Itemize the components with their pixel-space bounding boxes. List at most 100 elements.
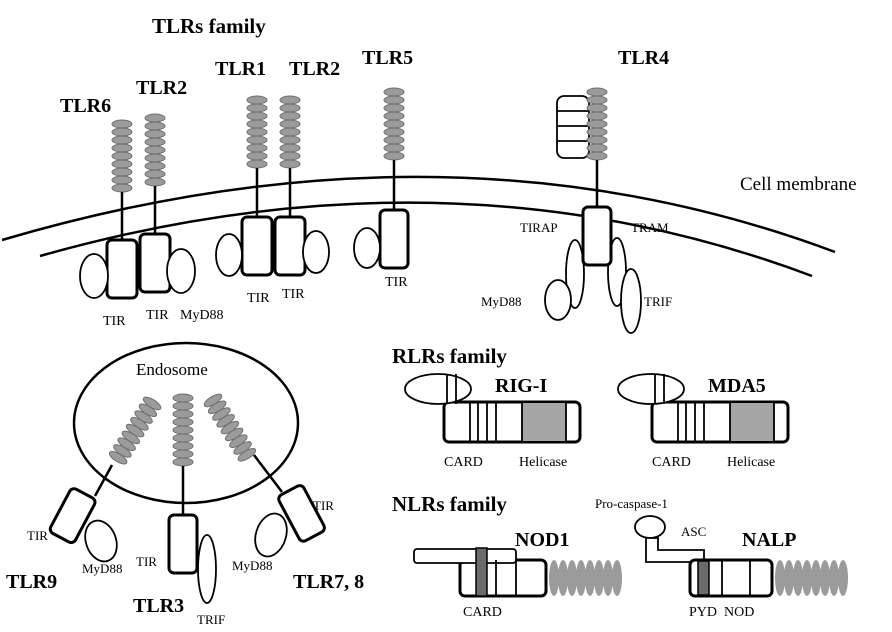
lrr-bead (108, 450, 128, 465)
lrr-bead (246, 135, 268, 145)
tlr6-tir-label: TIR (103, 314, 126, 329)
lrr-bead (383, 103, 405, 113)
nod1-card-label: CARD (463, 605, 502, 620)
lrr-bead (775, 560, 785, 596)
endosome-label: Endosome (136, 360, 208, 379)
lrr-bead (383, 95, 405, 105)
lrr-bead (612, 560, 622, 596)
lrr-bead (820, 560, 830, 596)
lrr-bead (811, 560, 821, 596)
tlr9-label: TLR9 (6, 571, 57, 593)
lrr-bead (586, 95, 608, 105)
lrr-bead (144, 113, 166, 123)
lrr-bead (246, 119, 268, 129)
lrr-bead (585, 560, 595, 596)
lrr-bead (172, 401, 194, 411)
tlr2-receptor-a: TLR2 (136, 77, 196, 294)
trif-label-tlr4: TRIF (644, 294, 672, 309)
tlr3-lrr-beads (172, 393, 194, 467)
lrr-bead (838, 560, 848, 596)
lrr-bead (172, 409, 194, 419)
lrr-bead (144, 137, 166, 147)
lrr-bead (111, 183, 133, 193)
lrr-bead (172, 457, 194, 467)
lrr-bead (279, 95, 301, 105)
tlr3-label: TLR3 (133, 595, 184, 617)
tlr78-label: TLR7, 8 (293, 571, 364, 593)
trif-label-tlr3: TRIF (197, 612, 225, 627)
lrr-bead (144, 153, 166, 163)
rig-i-label: RIG-I (495, 375, 547, 397)
tlr1-label: TLR1 (215, 58, 266, 80)
lrr-bead (279, 143, 301, 153)
lrr-bead (237, 447, 257, 462)
lrr-bead (246, 127, 268, 137)
lrr-bead (558, 560, 568, 596)
tlr78-tir-label: TIR (313, 498, 334, 513)
tlr2b-tir-label: TIR (282, 287, 305, 302)
tlr5-tir-label: TIR (385, 275, 408, 290)
lrr-bead (246, 111, 268, 121)
mda5-label: MDA5 (708, 375, 766, 397)
mda5-helicase-label: Helicase (727, 455, 775, 470)
lrr-bead (383, 87, 405, 97)
tlr9-lrr-beads (108, 396, 162, 465)
tlr4-receptor: TLR4 TIRAP TRAM MyD88 TRIF (481, 47, 672, 334)
lrr-bead (383, 143, 405, 153)
nalp-protein: Pro-caspase-1 ASC NALP PYD NOD (595, 496, 848, 620)
lrr-bead (586, 87, 608, 97)
tlr2-label-b: TLR2 (289, 58, 340, 80)
mda5-protein: MDA5 CARD Helicase (617, 373, 790, 470)
lrr-bead (793, 560, 803, 596)
lrr-bead (802, 560, 812, 596)
lrr-bead (586, 119, 608, 129)
lrr-bead (144, 121, 166, 131)
lrr-bead (172, 449, 194, 459)
rig-i-helicase-label: Helicase (519, 455, 567, 470)
endosome: Endosome TIR MyD88 TLR9 TIR TRIF TLR3 TI… (6, 341, 364, 627)
lrr-bead (586, 151, 608, 161)
lrr-bead (594, 560, 604, 596)
lrr-bead (603, 560, 613, 596)
lrr-bead (111, 167, 133, 177)
tlr4-label: TLR4 (618, 47, 669, 69)
lrr-bead (172, 417, 194, 427)
lrr-bead (144, 177, 166, 187)
lrr-bead (586, 127, 608, 137)
mda5-card-label: CARD (652, 455, 691, 470)
tlr6-lrr-beads (111, 119, 133, 193)
myd88-label-tlr9: MyD88 (82, 561, 122, 576)
lrr-bead (246, 159, 268, 169)
tlr6-label: TLR6 (60, 95, 111, 117)
lrr-bead (586, 143, 608, 153)
lrr-bead (279, 159, 301, 169)
tlr2-tir-label: TIR (146, 308, 169, 323)
tlr78-lrr-beads (203, 393, 257, 462)
tram-label: TRAM (631, 220, 669, 235)
lrr-bead (144, 145, 166, 155)
lrr-bead (246, 143, 268, 153)
myd88-label-tlr2: MyD88 (180, 308, 224, 323)
lrr-bead (383, 119, 405, 129)
tlr1-tir-label: TIR (247, 291, 270, 306)
pro-caspase-label: Pro-caspase-1 (595, 496, 668, 511)
nalp-lrr-tail (775, 560, 848, 596)
lrr-bead (144, 161, 166, 171)
tlr5-receptor: TLR5 TIR (353, 47, 413, 290)
lrr-bead (246, 95, 268, 105)
lrr-bead (383, 135, 405, 145)
lrr-bead (279, 151, 301, 161)
lrr-bead (829, 560, 839, 596)
tlr6-receptor: TLR6 (60, 95, 139, 300)
nlrs-family-title: NLRs family (392, 492, 507, 516)
cell-membrane-label: Cell membrane (740, 174, 857, 195)
lrr-bead (144, 129, 166, 139)
lrr-bead (549, 560, 559, 596)
myd88-label-tlr4: MyD88 (481, 294, 521, 309)
myd88-label-tlr78: MyD88 (232, 558, 272, 573)
lrr-bead (586, 135, 608, 145)
lrr-bead (172, 441, 194, 451)
lrr-bead (567, 560, 577, 596)
lrr-bead (279, 119, 301, 129)
tirap-label: TIRAP (520, 220, 558, 235)
